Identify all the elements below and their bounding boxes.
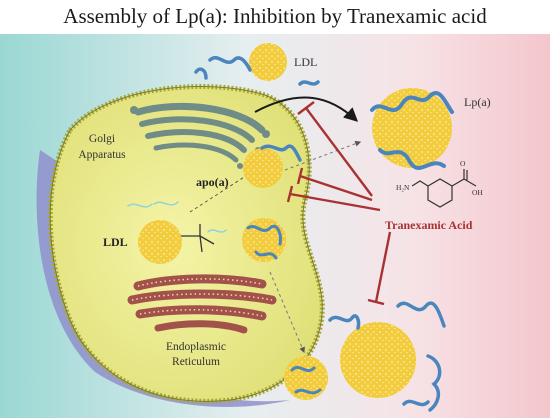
label-tranexamic-acid: Tranexamic Acid bbox=[385, 218, 473, 232]
label-ldl-top: LDL bbox=[294, 55, 317, 69]
ldl-particle-inner bbox=[138, 220, 182, 264]
tranexamic-acid-structure bbox=[411, 169, 477, 208]
lpa-particle-large bbox=[370, 88, 454, 170]
cell-membrane-inner bbox=[49, 86, 323, 402]
label-golgi-line1: Golgi bbox=[89, 133, 115, 145]
label-lpa: Lp(a) bbox=[464, 95, 491, 109]
label-er-line1: Endoplasmic bbox=[166, 341, 226, 353]
diagram-title: Assembly of Lp(a): Inhibition by Tranexa… bbox=[63, 4, 487, 28]
dissociated-ldl-large bbox=[340, 322, 416, 398]
apoa-strands bbox=[194, 56, 446, 412]
secretion-path bbox=[284, 140, 362, 171]
ldl-particle-top bbox=[249, 43, 287, 81]
lpa-particle-inner bbox=[242, 218, 286, 262]
inhibition-lines bbox=[286, 101, 392, 306]
label-apoa: apo(a) bbox=[196, 175, 229, 189]
molecule-amine-label: H₂N bbox=[396, 183, 410, 192]
dissociated-ldl-small bbox=[284, 356, 328, 400]
label-ldl-inner: LDL bbox=[103, 235, 128, 249]
apoa-faint-strands bbox=[127, 201, 227, 233]
branch-arrow bbox=[180, 224, 215, 253]
ldl-transport-path bbox=[269, 271, 305, 354]
er-ribosomes bbox=[131, 278, 273, 317]
molecule-hydroxyl-label: OH bbox=[472, 188, 483, 197]
label-er-line2: Reticulum bbox=[172, 356, 220, 368]
apoa-transport-path bbox=[189, 171, 254, 213]
molecule-carbonyl-label: O bbox=[460, 159, 466, 168]
assembly-arrow bbox=[254, 96, 359, 122]
golgi-apparatus bbox=[130, 102, 270, 169]
apoa-particle-membrane bbox=[243, 144, 302, 188]
label-golgi-line2: Apparatus bbox=[78, 149, 126, 161]
